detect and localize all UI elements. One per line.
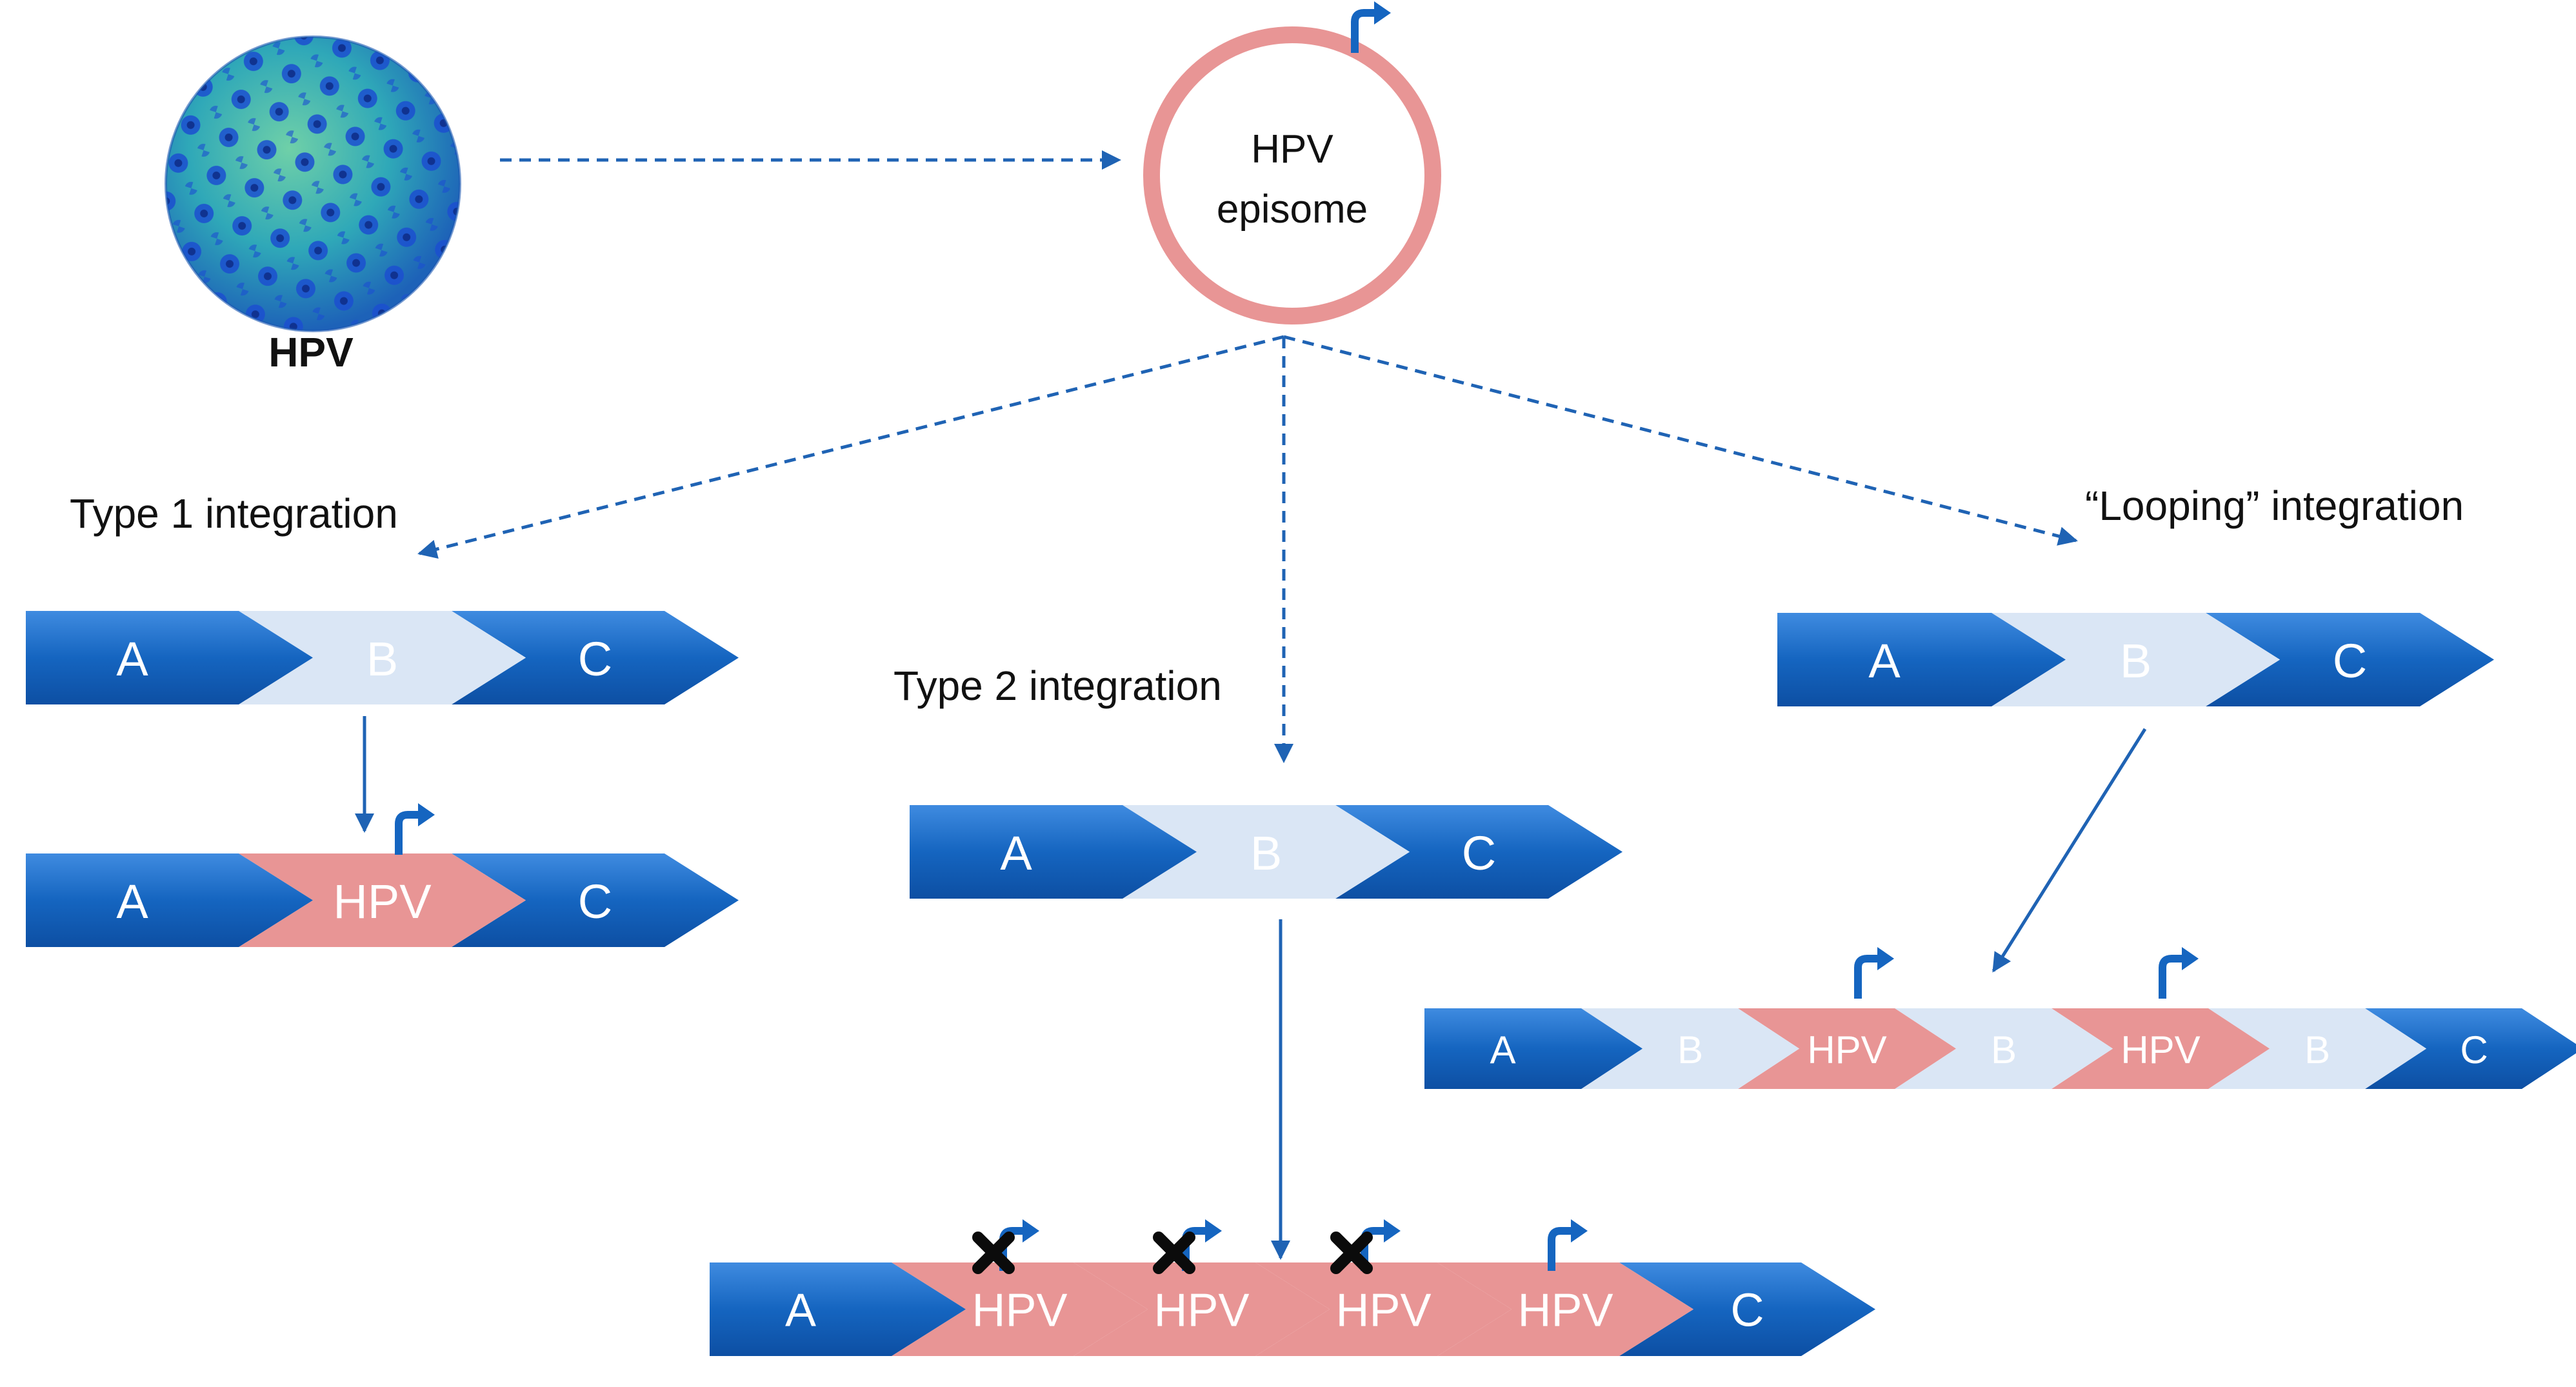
dashed-arrows <box>417 150 2078 763</box>
segment-b-label: B <box>1677 1028 1703 1072</box>
segment-a-label: A <box>1000 826 1032 880</box>
segment-hpv-shape <box>1437 1262 1693 1356</box>
type2-title: Type 2 integration <box>894 663 1222 709</box>
looping-promoter-icon-2 <box>2162 947 2199 999</box>
segment-a-label: A <box>785 1285 816 1337</box>
segment-hpv-shape <box>1073 1262 1330 1356</box>
segment-b-label: B <box>1991 1028 2017 1072</box>
type2-after-row: A HPV HPV HPV HPV C <box>710 1262 1875 1356</box>
segment-c-label: C <box>578 632 612 686</box>
segment-b-shape <box>239 611 526 704</box>
episome-label-line2: episome <box>1217 187 1368 232</box>
segment-a-shape <box>1424 1008 1642 1089</box>
segment-c-shape <box>2206 613 2494 706</box>
type1-promoter-icon <box>399 803 435 855</box>
segment-a-shape <box>710 1262 966 1356</box>
segment-a-shape <box>1777 613 2066 706</box>
segment-c-label: C <box>2460 1028 2488 1072</box>
segment-hpv-shape <box>1738 1008 1956 1089</box>
segment-hpv-shape <box>892 1262 1148 1356</box>
type1-before-row: A B C <box>26 611 739 704</box>
segment-c-shape <box>452 611 739 704</box>
type2-before-row: A B C <box>910 805 1622 899</box>
segment-hpv-label: HPV <box>1517 1285 1613 1337</box>
type1-after-row: A HPV C <box>26 853 739 947</box>
segment-c-label: C <box>2333 634 2367 688</box>
segment-c-shape <box>1335 805 1622 899</box>
segment-c-shape <box>1619 1262 1875 1356</box>
segment-b-shape <box>1992 613 2280 706</box>
segment-hpv-shape <box>239 853 526 947</box>
segment-a-label: A <box>1868 634 1901 688</box>
looping-title: “Looping” integration <box>2085 483 2464 529</box>
episome-ring <box>1143 26 1441 324</box>
segment-hpv-label: HPV <box>333 875 432 928</box>
arrow-to-looping <box>1283 335 2078 546</box>
segment-hpv-label: HPV <box>1335 1285 1431 1337</box>
segment-b-label: B <box>1250 826 1282 880</box>
episome-label-line1: HPV <box>1251 127 1333 172</box>
type1-title: Type 1 integration <box>70 490 398 537</box>
segment-b-shape <box>1581 1008 1799 1089</box>
segment-c-shape <box>2365 1008 2576 1089</box>
segment-hpv-label: HPV <box>2121 1028 2200 1072</box>
segment-a-label: A <box>116 875 148 928</box>
segment-b-label: B <box>366 632 398 686</box>
segment-c-label: C <box>1731 1285 1764 1337</box>
segment-b-label: B <box>2304 1028 2330 1072</box>
arrow-looping-down <box>1992 728 2147 973</box>
hpv-virion-icon <box>165 35 461 332</box>
segment-a-shape <box>910 805 1197 899</box>
segment-hpv-label: HPV <box>1807 1028 1886 1072</box>
segment-b-shape <box>1895 1008 2113 1089</box>
segment-hpv-shape <box>2052 1008 2270 1089</box>
segment-a-label: A <box>1490 1028 1515 1072</box>
segment-b-label: B <box>2120 634 2152 688</box>
segment-a-shape <box>26 611 313 704</box>
segment-b-shape <box>2208 1008 2426 1089</box>
looping-after-row: A B HPV B HPV B C <box>1424 1008 2576 1089</box>
looping-before-row: A B C <box>1777 613 2494 706</box>
arrow-to-type1 <box>417 335 1284 559</box>
segment-a-label: A <box>116 632 148 686</box>
segment-hpv-label: HPV <box>972 1285 1067 1337</box>
virus-label: HPV <box>268 329 354 375</box>
segment-b-shape <box>1123 805 1410 899</box>
segment-c-label: C <box>1462 826 1496 880</box>
segment-hpv-label: HPV <box>1153 1285 1249 1337</box>
solid-arrows <box>355 716 2147 1260</box>
segment-c-label: C <box>578 875 612 928</box>
segment-a-shape <box>26 853 313 947</box>
segment-hpv-shape <box>1255 1262 1512 1356</box>
looping-promoter-icon-1 <box>1858 947 1894 999</box>
segment-c-shape <box>452 853 739 947</box>
